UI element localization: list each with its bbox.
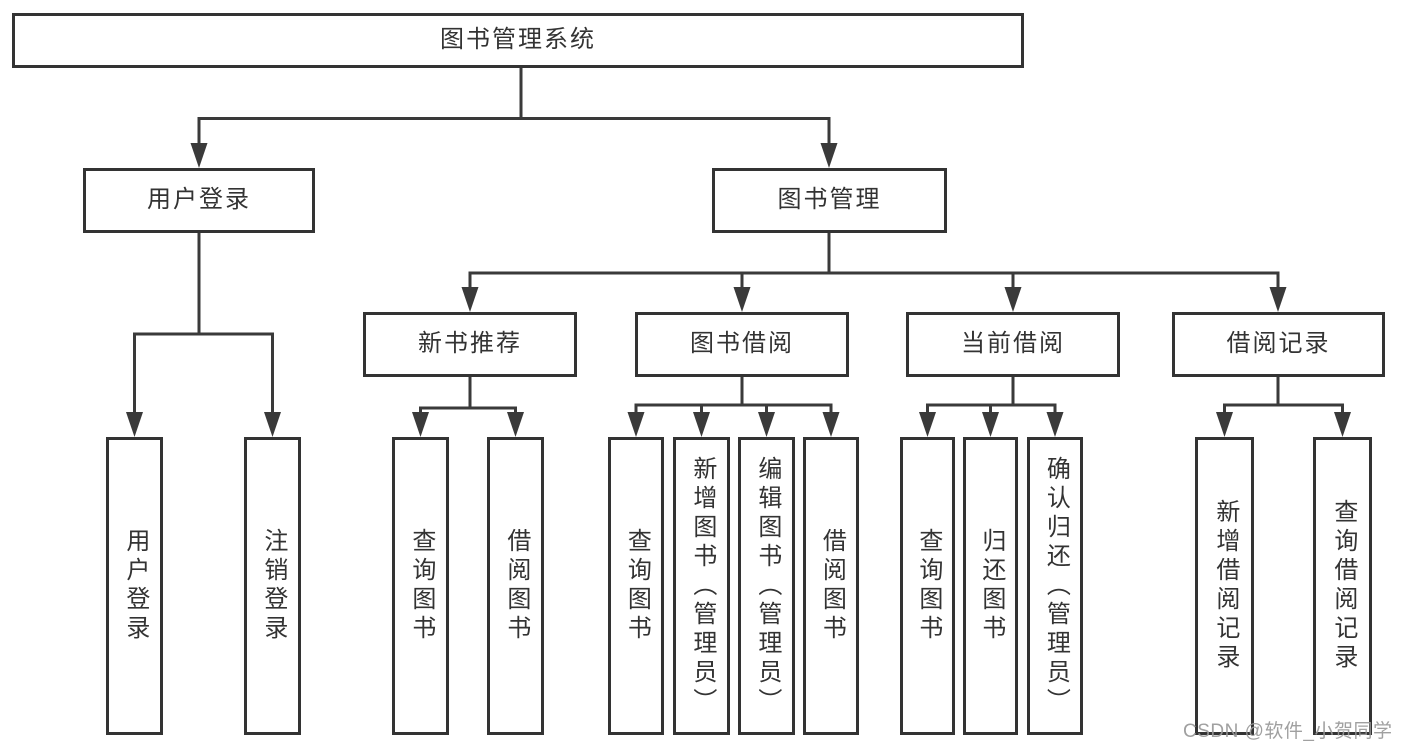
leaf-bb-borrow-books: 借阅图书	[803, 437, 859, 735]
leaf-logout-login: 注销登录	[244, 437, 301, 735]
arrowhead-cb-confirm-return	[1046, 412, 1064, 437]
arrowhead-leaf-logout	[264, 412, 281, 437]
leaf-br-add-record: 新增借阅记录	[1195, 437, 1254, 735]
arrowhead-book-management	[820, 143, 838, 168]
arrowhead-current-borrowing	[1004, 287, 1022, 312]
arrowhead-bb-borrow-books	[822, 412, 840, 437]
leaf-cb-return-books: 归还图书	[963, 437, 1018, 735]
leaf-bb-add-books-admin: 新增图书（管理员）	[673, 437, 730, 735]
leaf-br-search-record: 查询借阅记录	[1313, 437, 1372, 735]
node-borrowing-records: 借阅记录	[1172, 312, 1385, 377]
arrowhead-leaf-user-login	[126, 412, 143, 437]
node-library-system: 图书管理系统	[12, 13, 1024, 68]
leaf-bb-search-books: 查询图书	[608, 437, 664, 735]
node-book-management: 图书管理	[712, 168, 947, 233]
node-current-borrowing: 当前借阅	[906, 312, 1120, 377]
connector-user-login-children	[126, 233, 281, 437]
arrowhead-user-login	[190, 143, 208, 168]
connector-records-children	[1216, 377, 1351, 437]
arrowhead-br-search-record	[1334, 412, 1351, 437]
arrowhead-book-borrowing	[733, 287, 751, 312]
leaf-nb-search-books: 查询图书	[392, 437, 449, 735]
leaf-nb-borrow-books: 借阅图书	[487, 437, 544, 735]
connector-borrowing-children	[627, 377, 840, 437]
arrowhead-new-book-recommend	[461, 287, 479, 312]
node-new-book-recommend: 新书推荐	[363, 312, 577, 377]
connector-book-mgmt-to-level3	[461, 233, 1287, 312]
node-book-borrowing: 图书借阅	[635, 312, 849, 377]
arrowhead-borrowing-records	[1269, 287, 1287, 312]
arrowhead-nb-borrow-books	[507, 412, 524, 437]
leaf-user-login: 用户登录	[106, 437, 163, 735]
arrowhead-cb-return-books	[982, 412, 999, 437]
watermark: CSDN @软件_小贺同学	[1183, 721, 1393, 742]
connector-current-children	[919, 377, 1064, 437]
arrowhead-cb-search-books	[919, 412, 936, 437]
connector-new-book-children	[412, 377, 524, 437]
arrowhead-bb-edit-books	[758, 412, 775, 437]
connector-root-to-level2	[190, 68, 838, 168]
arrowhead-br-add-record	[1216, 412, 1233, 437]
arrowhead-nb-search-books	[412, 412, 429, 437]
leaf-bb-edit-books-admin: 编辑图书（管理员）	[738, 437, 795, 735]
leaf-cb-search-books: 查询图书	[900, 437, 955, 735]
leaf-cb-confirm-return-admin: 确认归还（管理员）	[1027, 437, 1083, 735]
arrowhead-bb-add-books	[693, 412, 710, 437]
node-user-login: 用户登录	[83, 168, 315, 233]
arrowhead-bb-search-books	[627, 412, 645, 437]
